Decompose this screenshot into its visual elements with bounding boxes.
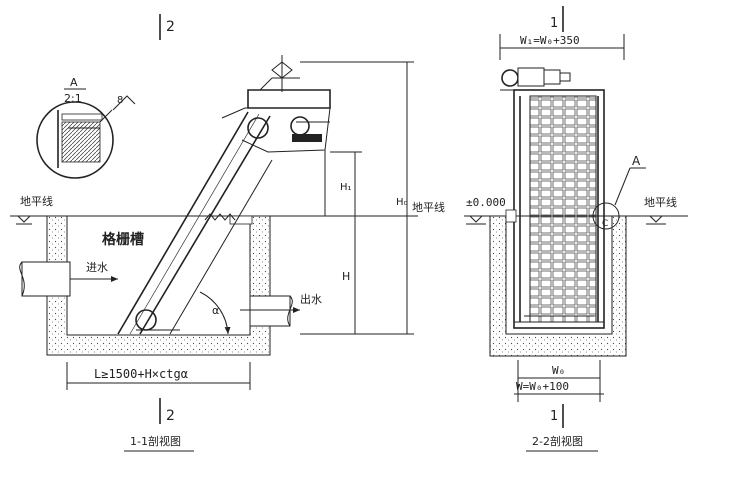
inlet-pipe: 进水 bbox=[19, 261, 118, 297]
section-mark-top-left: 2 bbox=[159, 14, 175, 40]
svg-text:A: A bbox=[632, 154, 641, 168]
svg-text:进水: 进水 bbox=[86, 261, 108, 274]
svg-text:地平线: 地平线 bbox=[412, 200, 445, 214]
svg-text:W=W₀+100: W=W₀+100 bbox=[516, 380, 569, 393]
svg-text:2-2剖视图: 2-2剖视图 bbox=[532, 434, 583, 448]
svg-text:地平线: 地平线 bbox=[20, 194, 53, 208]
section-mark-bottom-right: 1 bbox=[550, 404, 564, 428]
angle-alpha-mark: α bbox=[199, 291, 231, 335]
svg-text:±0.000: ±0.000 bbox=[466, 196, 506, 209]
detail-a-callout: A 2:1 8 bbox=[36, 76, 136, 179]
drive-motor bbox=[500, 67, 600, 91]
svg-text:A: A bbox=[70, 76, 78, 89]
svg-text:2: 2 bbox=[166, 19, 175, 35]
svg-text:W₀: W₀ bbox=[552, 364, 565, 377]
svg-text:8: 8 bbox=[117, 95, 123, 106]
svg-text:C: C bbox=[602, 219, 608, 229]
bottom-width-dimensions: W₀ W=W₀+100 bbox=[514, 360, 604, 402]
ground-line-left: 地平线 地平线 bbox=[10, 194, 445, 225]
pit-structure bbox=[489, 209, 627, 357]
svg-text:L≥1500+H×ctgα: L≥1500+H×ctgα bbox=[94, 367, 188, 381]
caption-left: 1-1剖视图 bbox=[124, 434, 194, 452]
section-mark-top-right: 1 bbox=[550, 6, 564, 32]
channel-label: 格栅槽 bbox=[102, 231, 144, 248]
svg-text:1: 1 bbox=[550, 409, 558, 424]
left-section-view: 2 2 A 2:1 8 地平线 地平线 bbox=[10, 14, 445, 452]
outlet-pipe: 出水 bbox=[240, 292, 322, 327]
right-section-view: 1 W₁=W₀+350 bbox=[464, 6, 688, 452]
svg-text:H₀: H₀ bbox=[396, 197, 408, 208]
detail-a-marker: C A bbox=[592, 154, 646, 230]
head-drive-unit bbox=[221, 55, 331, 216]
length-dimension: L≥1500+H×ctgα bbox=[66, 362, 251, 390]
svg-text:H: H bbox=[342, 270, 350, 283]
grid-channel-structure bbox=[46, 215, 271, 356]
svg-text:2: 2 bbox=[166, 408, 175, 424]
svg-text:W₁=W₀+350: W₁=W₀+350 bbox=[520, 34, 580, 47]
inclined-screen-frame bbox=[117, 111, 273, 335]
screen-mesh-panel bbox=[513, 89, 605, 329]
caption-right: 2-2剖视图 bbox=[526, 434, 598, 452]
svg-text:1: 1 bbox=[550, 16, 558, 31]
svg-text:1-1剖视图: 1-1剖视图 bbox=[130, 434, 181, 448]
svg-text:H₁: H₁ bbox=[340, 182, 352, 193]
svg-text:地平线: 地平线 bbox=[644, 195, 677, 209]
top-width-dimension: W₁=W₀+350 bbox=[499, 34, 625, 60]
svg-text:α: α bbox=[212, 304, 219, 317]
svg-text:出水: 出水 bbox=[300, 292, 322, 306]
height-dimensions: H₁ H H₀ bbox=[300, 61, 414, 335]
section-mark-bottom-left: 2 bbox=[159, 398, 175, 424]
